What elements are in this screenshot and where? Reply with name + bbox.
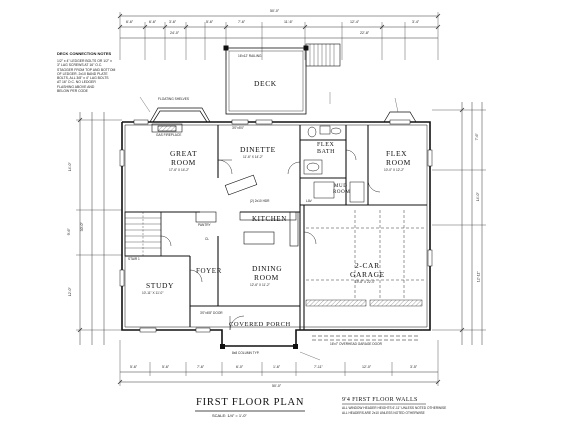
drawing-title: FIRST FLOOR PLAN bbox=[196, 397, 305, 408]
drawing-scale: SCALE: 1/4" = 1'-0" bbox=[212, 413, 247, 418]
dim-right-1: 14'-0" bbox=[475, 192, 480, 202]
stair-label: STAIR 1 bbox=[128, 257, 140, 261]
porch-column-label: 8x8 COLUMN TYP. bbox=[232, 351, 260, 355]
room-covered-porch: COVERED PORCH bbox=[229, 321, 291, 328]
dim-top-0: 6'-6" bbox=[126, 20, 134, 24]
exterior-walls-inner bbox=[124, 124, 428, 328]
walls-title: 9'4 FIRST FLOOR WALLS bbox=[342, 397, 418, 403]
room-great-line2: ROOM bbox=[171, 158, 196, 167]
kitchen-cabinets bbox=[195, 174, 299, 247]
room-mud-line2: ROOM bbox=[333, 190, 351, 195]
dim-left-2: 12'-0" bbox=[67, 287, 72, 297]
room-dining-line1: DINING bbox=[252, 264, 283, 273]
dim-top-1: 6'-6" bbox=[149, 20, 157, 24]
windows bbox=[119, 119, 433, 333]
garage-dashed bbox=[306, 210, 425, 300]
header-label: (2) 2x10 HDR bbox=[250, 199, 270, 203]
dim-bottom-6: 12'-0" bbox=[362, 365, 372, 369]
dim-bottom-2: 7'-6" bbox=[197, 365, 205, 369]
fixtures bbox=[303, 125, 365, 203]
leader-lines bbox=[139, 92, 399, 361]
room-flex-line1: FLEX bbox=[386, 149, 408, 158]
dim-left-1: 9'-6" bbox=[66, 228, 71, 236]
fireplace bbox=[151, 123, 183, 133]
dim-bottom-4: 1'-6" bbox=[273, 365, 281, 369]
dim-top-5: 11'-6" bbox=[284, 20, 293, 24]
room-dinette: DINETTE bbox=[240, 145, 276, 154]
dim-bottom-3: 6'-0" bbox=[236, 365, 244, 369]
deck bbox=[223, 43, 341, 115]
room-study: STUDY bbox=[146, 281, 175, 290]
lav-label: LAV bbox=[306, 199, 312, 203]
walls-note-2: ALL HEADERS ARE 2x10 UNLESS NOTED OTHERW… bbox=[342, 411, 425, 415]
window-label: 3'0"x5'0" bbox=[232, 126, 245, 130]
garage-door bbox=[312, 335, 420, 341]
deck-railing-label: 16'x12' RAILING bbox=[238, 54, 262, 58]
room-flex-bath-line2: BATH bbox=[317, 149, 336, 155]
garage-door-label: 16'x7' OVERHEAD GARAGE DOOR bbox=[330, 342, 382, 346]
dim-bottom-5: 7'-11" bbox=[314, 365, 323, 369]
room-garage-line1: 2-CAR bbox=[355, 261, 380, 270]
deck-notes-title: DECK CONNECTION NOTES bbox=[57, 51, 112, 56]
dim-top-2: 3'-6" bbox=[169, 20, 177, 24]
dim-bottom-1: 5'-6" bbox=[162, 365, 170, 369]
bay-windows bbox=[149, 107, 417, 123]
walls-note-1: ALL WINDOW HEADER HEIGHTS 6'-11" UNLESS … bbox=[342, 406, 447, 410]
dim-top-4: 7'-6" bbox=[238, 20, 246, 24]
dim-right-2: 12'-11" bbox=[476, 271, 481, 283]
interior-stair bbox=[125, 212, 161, 256]
dim-bottom-7: 3'-5" bbox=[410, 365, 418, 369]
door-label: 3'0"x6'8" DOOR bbox=[200, 311, 223, 315]
room-flex-line2: ROOM bbox=[386, 158, 411, 167]
door-swings bbox=[160, 149, 381, 331]
dim-left-0: 14'-0" bbox=[67, 162, 72, 172]
porch-columns bbox=[220, 344, 298, 349]
room-dining-line2: ROOM bbox=[254, 273, 279, 282]
coat-closet-label: CL bbox=[205, 237, 210, 241]
fireplace-label: GAS FIREPLACE bbox=[156, 133, 182, 137]
room-great-line1: GREAT bbox=[170, 149, 198, 158]
dim-overall-top: 50'-0" bbox=[270, 9, 280, 13]
pantry-label: PANTRY bbox=[198, 223, 211, 227]
dim-misc-0: 24'-0" bbox=[170, 31, 180, 35]
room-dining-size: 12'-6" X 11'-2" bbox=[250, 283, 270, 287]
dim-misc-2: 30'-0" bbox=[79, 222, 84, 232]
garage-slab bbox=[305, 299, 423, 307]
room-deck: DECK bbox=[254, 79, 277, 88]
room-foyer: FOYER bbox=[196, 267, 222, 275]
dim-misc-1: 22'-8" bbox=[360, 31, 370, 35]
dim-right-0: 7'-6" bbox=[474, 133, 479, 141]
room-mud-line1: MUD bbox=[334, 184, 348, 189]
room-flex-size: 10'-0" X 12'-2" bbox=[384, 168, 405, 172]
shelves-label: FLOATING SHELVES bbox=[158, 97, 190, 101]
room-flex-bath-line1: FLEX bbox=[317, 142, 335, 148]
room-dinette-size: 11'-6" X 14'-2" bbox=[243, 155, 263, 159]
dim-top-3: 5'-6" bbox=[206, 20, 214, 24]
dim-overall-bottom: 50'-0" bbox=[272, 384, 282, 388]
dim-bottom-0: 5'-6" bbox=[130, 365, 138, 369]
room-great-size: 17'-6" X 14'-2" bbox=[169, 168, 190, 172]
dim-top-7: 3'-4" bbox=[412, 20, 420, 24]
exterior-walls bbox=[121, 121, 431, 347]
room-kitchen: KITCHEN bbox=[252, 215, 287, 223]
dimension-lines bbox=[76, 12, 486, 386]
deck-notes-body: 1/2" x 4" LEDGER BOLTS OR 1/2" x 3" LAG … bbox=[57, 59, 116, 93]
room-garage-size: 19'-8" X 22'-0" bbox=[355, 280, 376, 284]
room-garage-line2: GARAGE bbox=[350, 270, 385, 279]
dim-top-6: 12'-4" bbox=[350, 20, 360, 24]
room-study-size: 10'-11" X 11'-0" bbox=[142, 291, 164, 295]
